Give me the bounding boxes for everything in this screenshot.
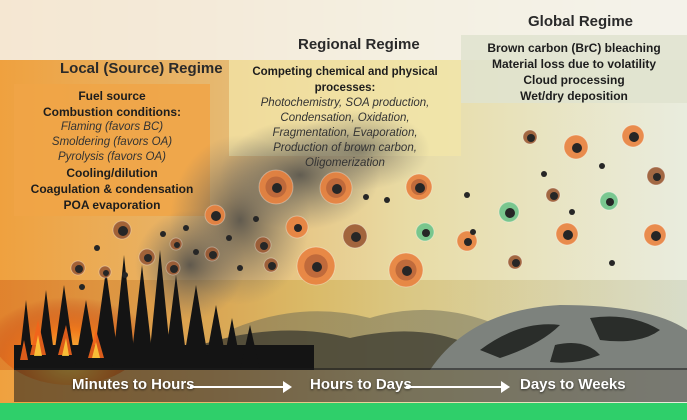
aerosol-particle <box>112 220 132 240</box>
aerosol-particle <box>342 223 368 249</box>
timeline-label-minutes: Minutes to Hours <box>72 376 195 393</box>
timeline: Minutes to Hours Hours to Days Days to W… <box>0 370 687 402</box>
global-item: Wet/dry deposition <box>520 89 628 103</box>
local-item: Coagulation & condensation <box>30 182 194 196</box>
aerosol-particle <box>94 245 100 251</box>
aerosol-particle <box>388 252 424 288</box>
aerosol-particle <box>415 222 435 242</box>
aerosol-particle <box>160 231 166 237</box>
regional-item: Photochemistry, SOA production, <box>260 97 430 109</box>
aerosol-particle <box>621 124 645 148</box>
aerosol-particle <box>204 246 220 262</box>
regional-item: Production of brown carbon, <box>273 142 417 154</box>
timeline-label-hours: Hours to Days <box>310 376 412 393</box>
aerosol-particle <box>285 215 309 239</box>
aerosol-particle <box>646 166 666 186</box>
local-item: Smoldering (favors OA) <box>51 136 173 148</box>
timeline-label-days: Days to Weeks <box>520 376 626 393</box>
aerosol-particle <box>464 192 470 198</box>
aerosol-particle <box>545 187 561 203</box>
local-item: Cooling/dilution <box>66 166 158 180</box>
aerosol-particle <box>193 249 199 255</box>
aerosol-particle <box>319 171 353 205</box>
aerosol-particle <box>169 237 183 251</box>
aerosol-particle <box>498 201 520 223</box>
forest-silhouette <box>14 250 314 370</box>
aerosol-particle <box>384 197 390 203</box>
aerosol-particle <box>296 246 336 286</box>
aerosol-particle <box>138 248 156 266</box>
bottom-bar <box>0 403 687 420</box>
aerosol-particle <box>70 260 86 276</box>
aerosol-particle <box>79 284 85 290</box>
aerosol-particle <box>522 129 538 145</box>
regional-regime-list: Competing chemical and physical processe… <box>229 64 461 171</box>
regional-item: Oligomerization <box>305 157 385 169</box>
regional-heading: Competing chemical and physical processe… <box>252 66 438 94</box>
regional-item: Condensation, Oxidation, <box>280 112 410 124</box>
aerosol-particle <box>237 265 243 271</box>
local-item: Flaming (favors BC) <box>60 121 164 133</box>
timeline-arrow-2 <box>406 381 510 393</box>
local-item: Pyrolysis (favors OA) <box>58 151 166 163</box>
aerosol-particle <box>643 223 667 247</box>
global-regime-list: Brown carbon (BrC) bleaching Material lo… <box>461 40 687 104</box>
aerosol-particle <box>263 257 279 273</box>
aerosol-particle <box>507 254 523 270</box>
aerosol-particle <box>98 265 112 279</box>
aerosol-particle <box>563 134 589 160</box>
aerosol-particle <box>165 260 181 276</box>
aerosol-particle <box>183 225 189 231</box>
local-regime-title: Local (Source) Regime <box>60 60 223 77</box>
aerosol-particle <box>122 272 128 278</box>
aerosol-particle <box>609 260 615 266</box>
aerosol-particle <box>363 194 369 200</box>
aerosol-particle <box>470 229 476 235</box>
aerosol-particle <box>253 216 259 222</box>
aerosol-particle <box>599 191 619 211</box>
regional-regime-title: Regional Regime <box>298 36 420 53</box>
global-item: Cloud processing <box>523 73 625 87</box>
aerosol-particle <box>599 163 605 169</box>
local-item: POA evaporation <box>63 198 161 212</box>
global-regime-title: Global Regime <box>528 13 634 30</box>
aerosol-particle <box>541 171 547 177</box>
aerosol-particle <box>204 204 226 226</box>
local-regime-list: Fuel source Combustion conditions: Flami… <box>14 88 210 213</box>
timeline-arrow-1 <box>190 381 292 393</box>
global-panel <box>461 35 687 103</box>
global-item: Material loss due to volatility <box>491 57 657 71</box>
aerosol-particle <box>405 173 433 201</box>
global-item: Brown carbon (BrC) bleaching <box>487 41 661 55</box>
aerosol-particle <box>258 169 294 205</box>
local-item: Fuel source <box>78 89 146 103</box>
regional-item: Fragmentation, Evaporation, <box>272 127 418 139</box>
aerosol-particle <box>456 230 478 252</box>
aerosol-particle <box>254 236 272 254</box>
aerosol-particle <box>569 209 575 215</box>
aerosol-particles <box>70 124 667 290</box>
aerosol-particle <box>226 235 232 241</box>
aerosol-particle <box>555 222 579 246</box>
local-item: Combustion conditions: <box>43 105 181 119</box>
